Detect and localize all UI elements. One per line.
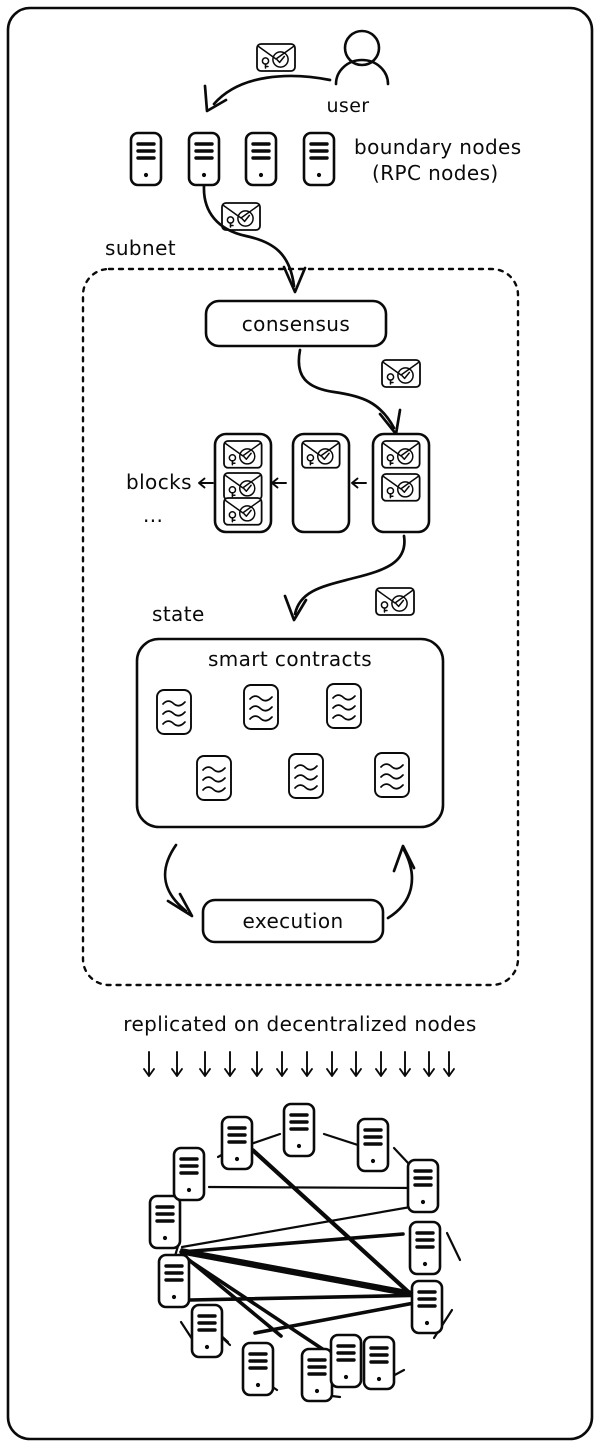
boundary-nodes-label-line1: boundary nodes bbox=[354, 135, 522, 159]
network-node-10 bbox=[148, 1194, 182, 1250]
signed-message-envelope-icon-3 bbox=[381, 359, 421, 388]
boundary-node-1 bbox=[187, 131, 221, 187]
blocks-label: blocks bbox=[126, 470, 192, 494]
user-avatar bbox=[334, 29, 390, 86]
boundary-node-2 bbox=[244, 131, 278, 187]
network-node-1 bbox=[356, 1117, 390, 1173]
signed-message-envelope-icon bbox=[256, 43, 296, 72]
network-node-0 bbox=[282, 1102, 316, 1158]
network-node-11 bbox=[172, 1146, 206, 1202]
boundary-nodes-label-line2: (RPC nodes) bbox=[372, 161, 499, 185]
replicated-label: replicated on decentralized nodes bbox=[123, 1012, 476, 1036]
block-1 bbox=[291, 432, 351, 534]
subnet-label: subnet bbox=[105, 236, 176, 260]
arrow-block-to-state bbox=[293, 534, 406, 616]
boundary-node-3 bbox=[302, 131, 336, 187]
blocks-chain-arrow-1 bbox=[271, 477, 287, 489]
execution-label: execution bbox=[242, 909, 343, 933]
blocks-ellipsis: ... bbox=[143, 503, 163, 527]
block-1-message-0 bbox=[301, 440, 341, 469]
network-node-6 bbox=[300, 1347, 334, 1403]
arrow-head-block-to-state bbox=[283, 594, 308, 622]
arrow-consensus-to-block bbox=[297, 348, 396, 430]
network-node-7 bbox=[241, 1341, 275, 1397]
arrow-execution-to-state bbox=[386, 848, 414, 920]
subnet-boundary bbox=[81, 267, 520, 987]
arrow-head-state-to-execution bbox=[166, 892, 194, 918]
signed-message-envelope-icon-4 bbox=[375, 587, 415, 616]
consensus-label: consensus bbox=[242, 312, 350, 336]
boundary-node-0 bbox=[129, 131, 163, 187]
blocks-chain-arrow-0 bbox=[198, 477, 214, 489]
blocks-chain-arrow-2 bbox=[351, 477, 367, 489]
arrow-boundary-to-consensus bbox=[202, 184, 296, 288]
block-0-message-2 bbox=[223, 497, 263, 526]
network-edges bbox=[170, 1132, 462, 1399]
outer-frame bbox=[6, 6, 594, 1441]
block-0 bbox=[213, 432, 273, 534]
consensus-box bbox=[204, 299, 388, 348]
replication-arrows bbox=[143, 1051, 455, 1077]
block-0-message-0 bbox=[223, 440, 263, 469]
network-node-12 bbox=[220, 1115, 254, 1171]
execution-box bbox=[201, 898, 385, 944]
block-2-message-0 bbox=[381, 440, 421, 469]
signed-message-envelope-icon-2 bbox=[221, 202, 261, 231]
network-node-8 bbox=[190, 1303, 224, 1359]
network-node-5 bbox=[362, 1335, 396, 1391]
block-2 bbox=[371, 432, 431, 534]
network-node-13 bbox=[329, 1333, 363, 1389]
arrow-state-to-execution bbox=[163, 843, 188, 913]
smart-contracts-label: smart contracts bbox=[208, 647, 372, 671]
arrow-head-execution-to-state bbox=[392, 844, 416, 873]
block-0-message-1 bbox=[223, 472, 263, 501]
arrow-head-user-to-boundary bbox=[203, 84, 228, 113]
network-node-4 bbox=[410, 1279, 444, 1335]
network-node-3 bbox=[408, 1220, 442, 1276]
arrow-head-boundary-to-consensus bbox=[282, 265, 307, 294]
network-node-2 bbox=[406, 1158, 440, 1214]
block-2-message-1 bbox=[381, 473, 421, 502]
state-label: state bbox=[152, 602, 205, 626]
arrow-user-to-boundary bbox=[212, 74, 332, 106]
network-node-9 bbox=[157, 1253, 191, 1309]
user-label: user bbox=[326, 95, 369, 117]
